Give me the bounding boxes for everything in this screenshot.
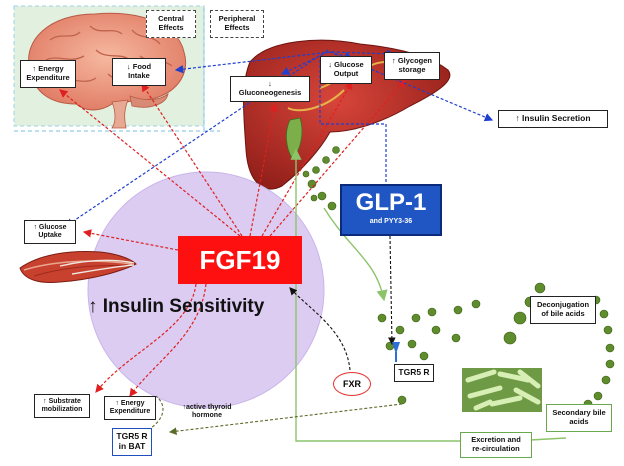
peripheral-effects-label: Peripheral Effects	[210, 10, 264, 38]
insulin-sensitivity-label: ↑ Insulin Sensitivity	[88, 296, 265, 317]
glucose-output-box: ↓ Glucose Output	[320, 56, 372, 84]
fgf19-box: FGF19	[178, 236, 302, 284]
insulin-sensitivity-circle	[87, 171, 325, 409]
food-intake-box: ↓ Food Intake	[112, 58, 166, 86]
thyroid-hormone-label: ↑active thyroid hormone	[182, 403, 232, 419]
substrate-mobilization-box: ↑ Substrate mobilization	[34, 394, 90, 418]
energy-expenditure-box: ↑ Energy Expenditure	[20, 60, 76, 88]
bile-acid-beads	[302, 146, 615, 409]
fxr-node: FXR	[333, 372, 371, 396]
glp1-title: GLP-1	[355, 189, 427, 216]
signal-arrows	[289, 235, 396, 371]
fgf19-arrows	[59, 79, 406, 397]
muscle-illustration	[19, 251, 137, 283]
tgr5-receptor-icon	[392, 342, 400, 362]
glp1-subtitle: and PYY3-36	[369, 218, 413, 225]
deconjugation-box: Deconjugation of bile acids	[530, 296, 596, 324]
glp1-box: GLP-1 and PYY3-36	[340, 184, 442, 236]
tgr5r-bat-box: TGR5 R in BAT	[112, 428, 152, 456]
insulin-secretion-box: ↑ Insulin Secretion	[498, 110, 608, 128]
excretion-recirculation-box: Excretion and re-circulation	[460, 432, 532, 458]
secondary-bile-acids-box: Secondary bile acids	[546, 404, 612, 432]
glucose-uptake-box: ↑ Glucose Uptake	[24, 220, 76, 244]
gluconeogenesis-box: ↓ Gluconeogenesis	[230, 76, 310, 102]
bacteria-image	[462, 368, 542, 412]
glycogen-storage-box: ↑ Glycogen storage	[384, 52, 440, 80]
central-effects-label: Central Effects	[146, 10, 196, 38]
tgr5r-box: TGR5 R	[394, 364, 434, 382]
energy-expenditure-bat-box: ↑ Energy Expenditure	[104, 396, 156, 420]
bat-arrows	[147, 395, 403, 436]
